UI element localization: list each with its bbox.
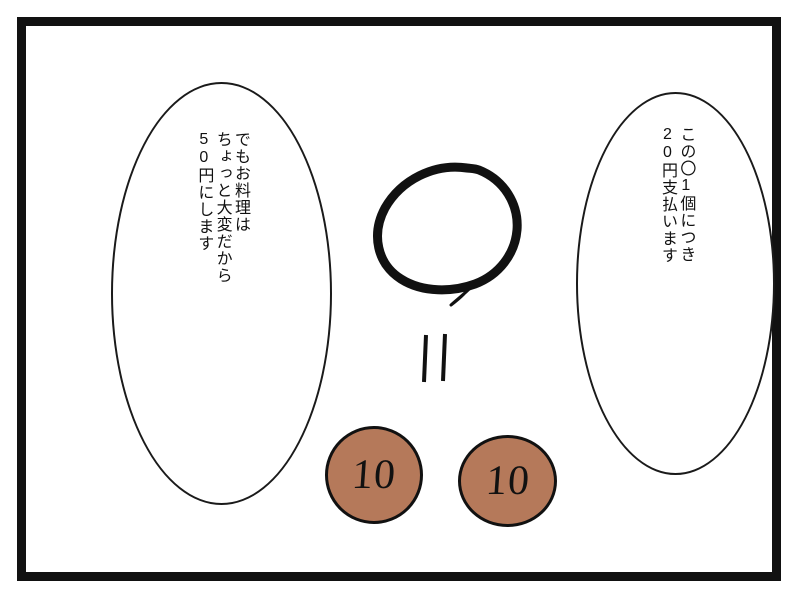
coin-10-right: 10 <box>458 435 557 527</box>
coin-left-value: 10 <box>350 452 398 498</box>
equals-mark-icon <box>422 333 447 383</box>
comic-panel-frame: でもお料理は ちょっと大変だから 50円にします この〇1個につき 20円支払い… <box>17 17 781 581</box>
speech-bubble-left-text: でもお料理は ちょっと大変だから 50円にします <box>114 131 329 461</box>
hand-drawn-circle-icon <box>373 162 522 307</box>
speech-bubble-right <box>576 92 775 475</box>
bubble-left-column-3: 50円にします <box>195 131 213 252</box>
bubble-left-column-2: ちょっと大変だから <box>213 131 231 284</box>
speech-bubble-left <box>111 82 332 505</box>
bubble-right-column-1: この〇1個につき <box>677 126 695 263</box>
speech-bubble-right-text: この〇1個につき 20円支払います <box>581 126 771 426</box>
coin-10-left: 10 <box>325 426 423 524</box>
bubble-left-column-1: でもお料理は <box>231 131 249 233</box>
coin-right-value: 10 <box>483 458 532 504</box>
bubble-right-column-2: 20円支払います <box>659 126 676 264</box>
